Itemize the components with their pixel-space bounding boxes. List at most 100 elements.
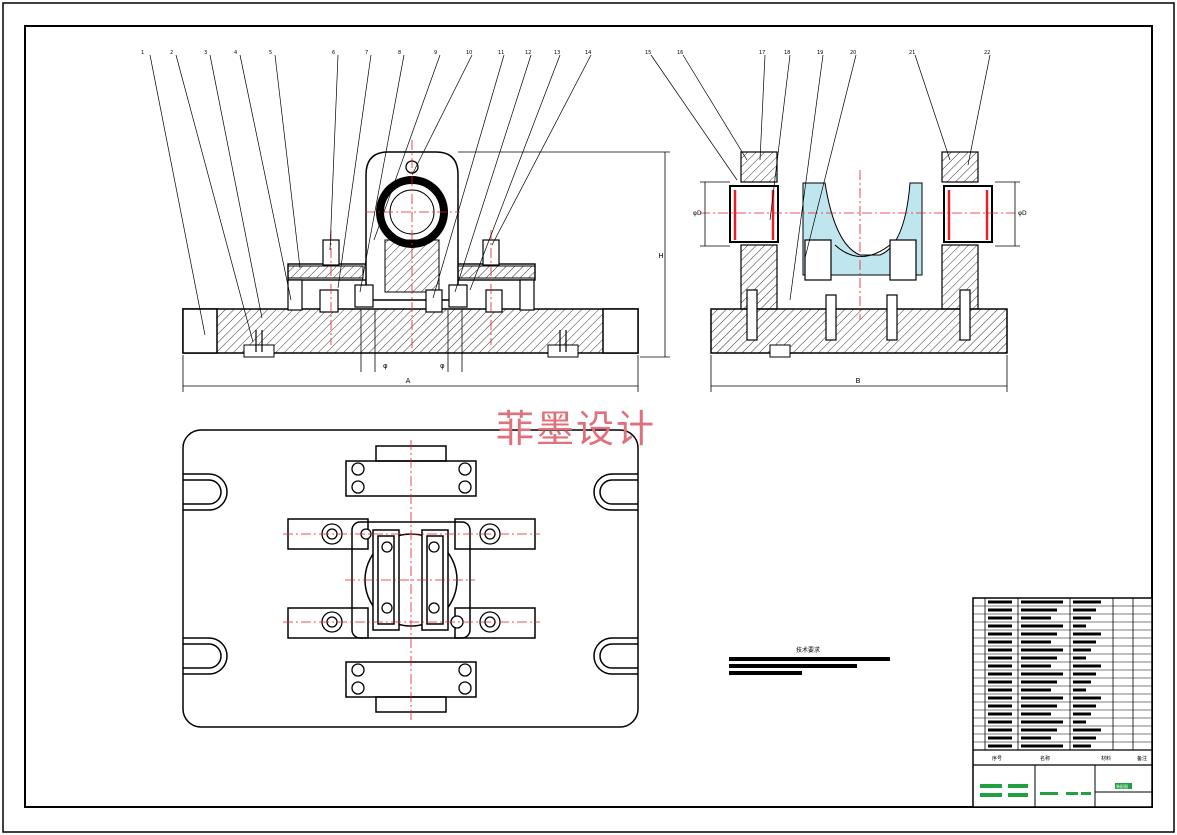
bom-cell-text [988,704,1012,708]
bom-cell-text [1021,736,1051,740]
bom-cell-text [1073,624,1086,628]
balloon: 15 [645,50,651,56]
bom-cell-text [1021,720,1063,724]
inner-border [24,25,1153,808]
balloon: 13 [554,50,560,56]
bom-cell-text [1021,704,1057,708]
bom-header: 序号 [992,755,1002,762]
bom-cell-text [1073,728,1101,732]
balloon: 20 [850,50,856,56]
bom-cell-text [1021,640,1051,644]
top-view-fasteners [321,462,501,695]
bom-cell-text [1073,608,1096,612]
bom-cell-text [988,720,1012,724]
bom-cell-text [1021,664,1051,668]
bom-cell-text [1073,632,1101,636]
dim-bore-right: φD [1018,210,1027,217]
balloon: 7 [365,50,368,56]
drawing-name: 装配图 [1116,783,1128,789]
bom-cell-text [988,656,1012,660]
bom-cell-text [988,712,1012,716]
bom-cell-text [1073,656,1086,660]
side-view: B φD φD 15 16 17 18 19 20 21 22 [645,50,1027,392]
balloon: 11 [498,50,504,56]
bom-cell-text [1021,712,1051,716]
bom-cell-text [1073,616,1091,620]
bom-cell-text [1073,640,1096,644]
bom-cell-text [1021,672,1063,676]
balloon: 14 [585,50,591,56]
bom-cell-text [988,744,1012,748]
dim-pin-left: φ [383,362,388,370]
bom-cell-text [988,680,1012,684]
bom-cell-text [1021,680,1057,684]
bom-cell-text [1073,688,1086,692]
balloon: 12 [525,50,531,56]
balloon: 19 [817,50,823,56]
bom-cell-text [1021,624,1063,628]
bom-cell-text [1021,648,1063,652]
bom-cell-text [1073,648,1091,652]
balloon: 8 [398,50,401,56]
title-block: 序号 名称 材料 备注 装配图 [972,597,1153,808]
bom-cell-text [1021,608,1057,612]
bom-cell-text [1073,600,1101,604]
bom-cell-text [988,640,1012,644]
dim-bore-left: φD [693,210,702,217]
balloon: 9 [434,50,437,56]
bom-cell-text [988,688,1012,692]
bom-cell-text [988,672,1012,676]
bom-cell-text [1021,688,1051,692]
bom-cell-text [988,616,1012,620]
bom-cell-text [1073,704,1096,708]
balloon: 1 [141,50,144,56]
balloon: 10 [466,50,472,56]
bom-cell-text [1021,656,1057,660]
balloon: 4 [234,50,237,56]
balloon: 21 [909,50,915,56]
bom-cell-text [1073,712,1091,716]
dim-pin-right: φ [440,362,445,370]
balloon: 17 [759,50,765,56]
tech-requirements: 技术要求 [729,646,890,675]
balloon: 16 [677,50,683,56]
bom-cell-text [1021,744,1063,748]
balloon: 2 [170,50,173,56]
balloon: 5 [269,50,272,56]
bom-cell-text [1073,744,1091,748]
balloon: 18 [784,50,790,56]
bom-cell-text [988,664,1012,668]
bom-cell-text [988,624,1012,628]
bom-cell-text [1073,736,1096,740]
bom-header: 材料 [1101,755,1111,762]
balloon: 3 [204,50,207,56]
bom-cell-text [1073,680,1091,684]
bom-cell-text [1021,616,1051,620]
dim-side-width: B [856,377,861,385]
bom-cell-text [1073,720,1086,724]
bom-cell-text [988,736,1012,740]
bom-cell-text [1021,600,1063,604]
bom-cell-text [1021,728,1057,732]
bom-cell-text [988,600,1012,604]
bom-cell-text [988,728,1012,732]
bom-cell-text [988,608,1012,612]
bom-cell-text [1021,696,1063,700]
watermark: 菲墨设计 [496,407,657,451]
bom-header: 名称 [1040,755,1050,762]
bom-cell-text [1073,664,1101,668]
tech-requirements-title: 技术要求 [796,646,820,654]
balloon: 6 [332,50,335,56]
bom-header: 备注 [1137,755,1147,762]
bom-cell-text [1021,632,1057,636]
front-view: A H φ φ 1 2 3 4 5 6 7 8 9 10 [141,50,670,392]
balloon: 22 [984,50,990,56]
bom-cell-text [1073,696,1101,700]
dim-overall-height: H [658,252,663,260]
bom-cell-text [1073,672,1096,676]
top-view [182,429,639,728]
dim-overall-width: A [406,377,411,385]
bom-cell-text [988,696,1012,700]
